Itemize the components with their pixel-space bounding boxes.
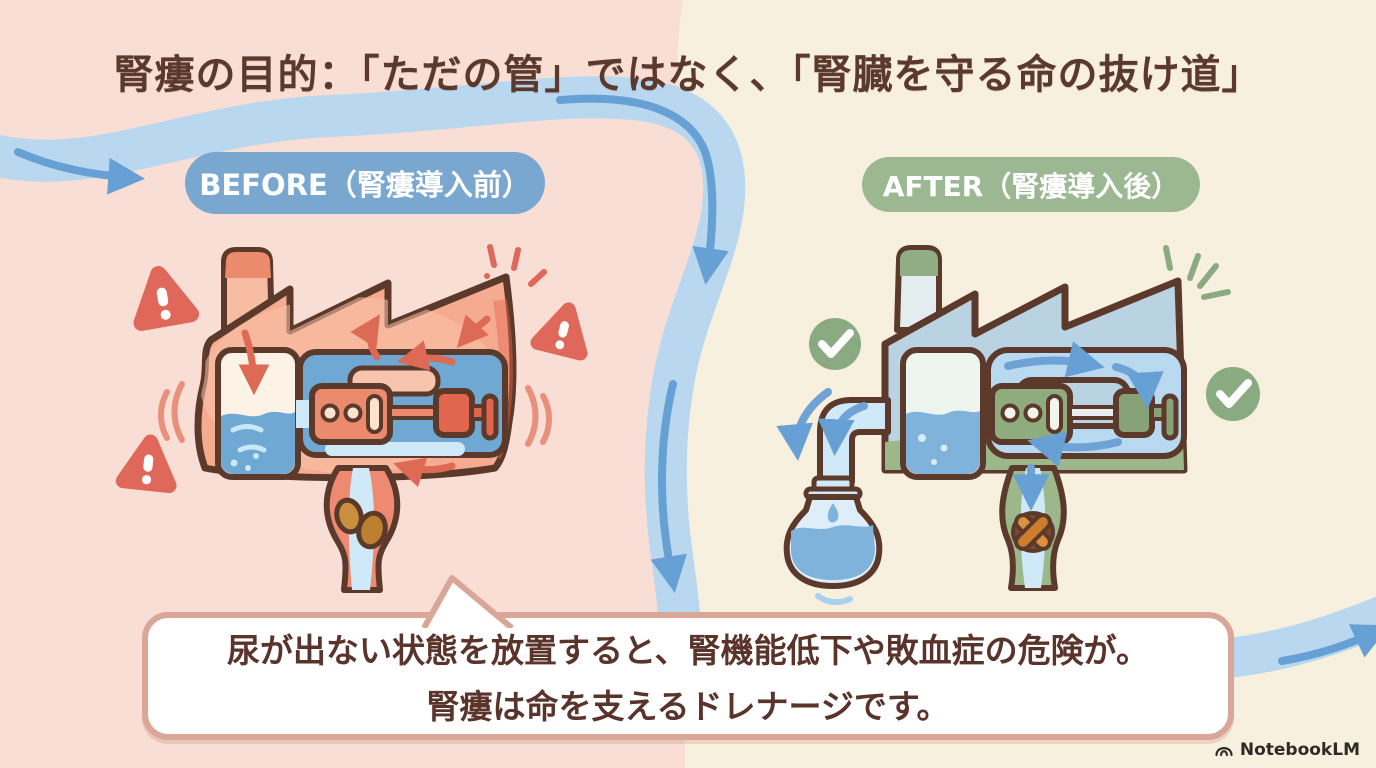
stone-icon xyxy=(356,510,388,550)
check-icon xyxy=(1206,367,1260,421)
flow-arrows xyxy=(776,341,1164,468)
valve-machine-before xyxy=(309,383,499,445)
notebooklm-watermark: NotebookLM xyxy=(1214,740,1360,760)
caption-line-1: 尿が出ない状態を放置すると、腎機能低下や敗血症の危険が。 xyxy=(226,631,1150,670)
watermark-label: NotebookLM xyxy=(1239,740,1360,760)
bypassed-blockage xyxy=(999,464,1067,591)
blocked-x-icon xyxy=(1014,513,1052,551)
river-arrow xyxy=(14,94,1376,665)
before-badge: BEFORE（腎瘻導入前） xyxy=(185,152,545,214)
warning-icon xyxy=(133,266,200,331)
caption-bubble-tail xyxy=(421,575,514,628)
page-title: 腎瘻の目的：「ただの管」ではなく、「腎臓を守る命の抜け道」 xyxy=(113,52,1263,98)
before-illustration xyxy=(115,244,588,593)
warning-icon xyxy=(530,302,588,361)
collection-bag xyxy=(783,475,883,606)
check-icon xyxy=(809,318,861,370)
droplet-icon xyxy=(827,503,839,523)
blocked-ureter-before xyxy=(323,465,401,593)
notebooklm-logo-icon xyxy=(1215,747,1233,757)
tank-after xyxy=(900,347,986,480)
chimney-after xyxy=(894,245,942,333)
vibration-lines xyxy=(158,381,552,447)
caption-line-2: 腎瘻は命を支えるドレナージです。 xyxy=(426,687,950,726)
warning-icon xyxy=(115,434,177,494)
after-illustration xyxy=(776,245,1260,606)
alert-sparkle-icon xyxy=(484,244,547,287)
caption-bubble: 尿が出ない状態を放置すると、腎機能低下や敗血症の危険が。 腎瘻は命を支えるドレナ… xyxy=(142,612,1234,740)
shine-sparkle-icon xyxy=(1163,245,1231,300)
after-badge: AFTER（腎瘻導入後） xyxy=(862,157,1200,212)
tank-before xyxy=(215,347,301,480)
stone-icon xyxy=(334,497,364,535)
river-flow xyxy=(0,76,1376,678)
before-badge-label: BEFORE（腎瘻導入前） xyxy=(199,168,531,202)
after-badge-label: AFTER（腎瘻導入後） xyxy=(882,169,1180,203)
